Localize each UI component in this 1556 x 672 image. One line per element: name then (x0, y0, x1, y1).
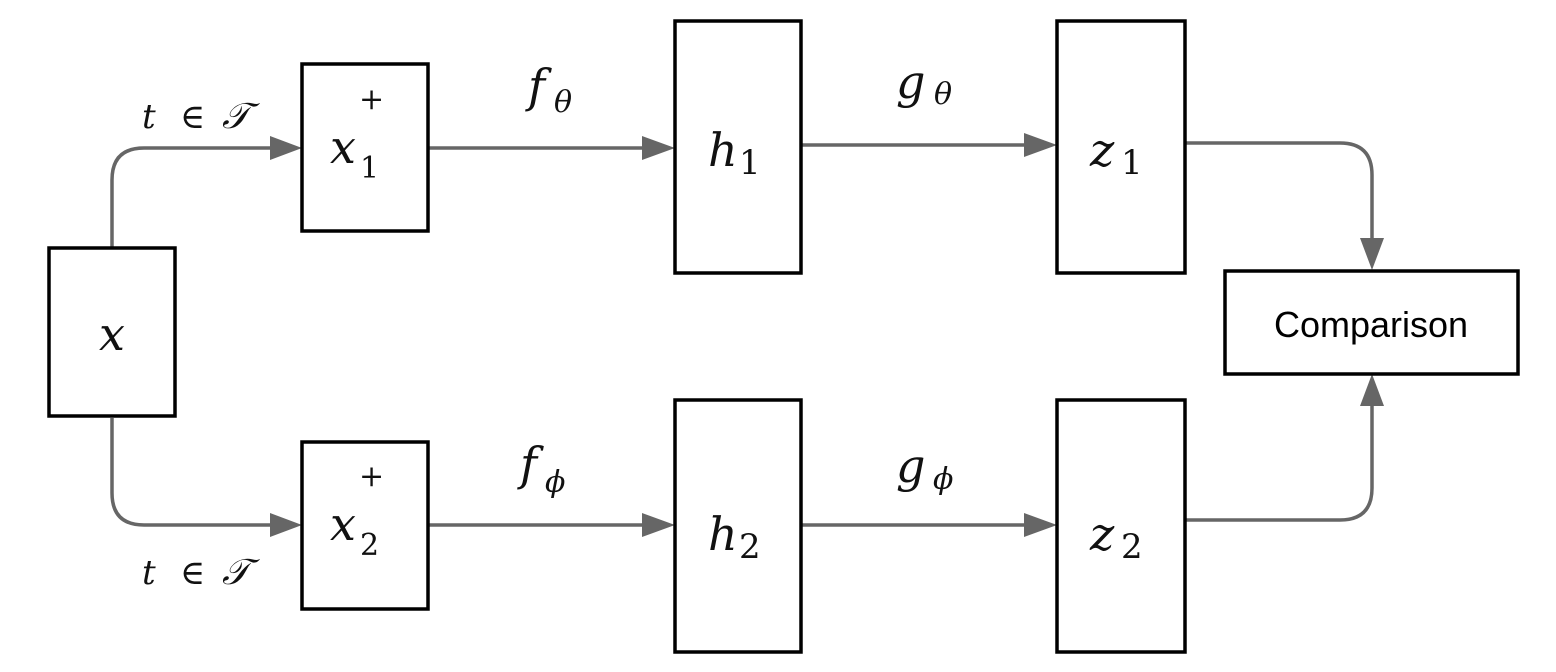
label-view1: x + 1 (330, 82, 384, 186)
svg-text:+: + (359, 82, 384, 117)
arrowhead-view2 (270, 513, 302, 537)
edge-x-to-view1 (110, 146, 270, 248)
label-z2: z 2 (1089, 507, 1143, 567)
label-view2: x + 2 (330, 459, 384, 563)
label-z1: z 1 (1089, 123, 1143, 183)
label-comparison: Comparison (1274, 304, 1468, 345)
svg-text:ϕ: ϕ (545, 465, 565, 500)
arrowhead-comparison-bottom (1360, 374, 1384, 406)
box-z2 (1055, 398, 1187, 654)
box-input-x (47, 246, 177, 418)
arrowhead-h1 (642, 136, 675, 160)
svg-text:∈: ∈ (180, 553, 205, 593)
arrowhead-h2 (642, 513, 675, 537)
svg-text:x: x (330, 120, 356, 174)
svg-text:g: g (896, 439, 925, 493)
svg-text:2: 2 (360, 528, 379, 563)
box-h1 (673, 19, 803, 275)
svg-text:2: 2 (739, 527, 761, 567)
svg-text:h: h (708, 507, 738, 561)
label-h2: h 2 (708, 507, 761, 567)
svg-text:h: h (708, 123, 738, 177)
box-view2 (300, 440, 430, 611)
edge-z2-to-comparison (1185, 406, 1374, 522)
svg-text:f: f (517, 437, 544, 491)
svg-text:2: 2 (1121, 527, 1143, 567)
svg-text:θ: θ (934, 77, 952, 112)
arrowhead-comparison-top (1360, 238, 1384, 270)
svg-text:z: z (1089, 507, 1115, 561)
svg-text:x: x (330, 497, 356, 551)
label-augmentation-bottom: t ∈ 𝒯 (142, 552, 260, 593)
svg-text:𝒯: 𝒯 (222, 552, 260, 593)
label-projector-top: g θ (896, 55, 952, 112)
box-h2 (673, 398, 803, 654)
svg-text:1: 1 (360, 151, 379, 186)
svg-text:f: f (525, 59, 552, 113)
label-h1: h 1 (708, 123, 761, 183)
svg-text:z: z (1089, 123, 1115, 177)
svg-text:𝒯: 𝒯 (222, 96, 260, 137)
label-projector-bottom: g ϕ (896, 439, 953, 497)
edge-x-to-view2 (110, 418, 270, 527)
svg-text:g: g (896, 55, 925, 109)
arrowhead-z2 (1024, 513, 1057, 537)
arrowhead-z1 (1024, 133, 1057, 157)
svg-text:∈: ∈ (180, 97, 205, 137)
svg-text:1: 1 (1121, 143, 1143, 183)
box-comparison (1223, 269, 1520, 376)
box-view1 (300, 62, 430, 233)
svg-text:t: t (142, 553, 156, 593)
edge-z1-to-comparison (1185, 141, 1374, 238)
svg-text:+: + (359, 459, 384, 494)
svg-text:1: 1 (739, 143, 761, 183)
svg-text:ϕ: ϕ (933, 462, 953, 497)
box-z1 (1055, 19, 1187, 275)
svg-text:t: t (142, 97, 156, 137)
arrowhead-view1 (270, 136, 302, 160)
label-encoder-top: f θ (525, 59, 572, 120)
label-encoder-bottom: f ϕ (517, 437, 565, 500)
svg-text:θ: θ (554, 85, 572, 120)
label-input-x: x (99, 307, 125, 361)
label-augmentation-top: t ∈ 𝒯 (142, 96, 260, 137)
